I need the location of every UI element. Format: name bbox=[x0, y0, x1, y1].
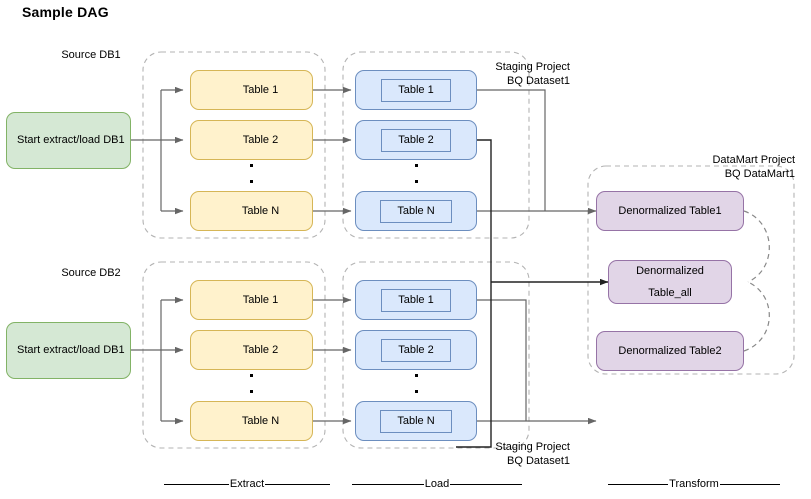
group-label-staging-bottom-line1: Staging Project bbox=[495, 441, 570, 453]
extract-bottom-table-1[interactable]: Table 1 bbox=[190, 280, 313, 320]
extract-bottom-table-2[interactable]: Table 2 bbox=[190, 330, 313, 370]
merge-curve-top bbox=[743, 210, 770, 283]
extract-top-table-2-label: Table 2 bbox=[242, 133, 279, 146]
phase-transform: Transform bbox=[608, 475, 780, 493]
transform-denormalized-table-all-label-line2: Table_all bbox=[648, 286, 692, 299]
phase-transform-label: Transform bbox=[669, 478, 719, 490]
transform-denormalized-table2-label: Denormalized Table2 bbox=[618, 344, 722, 357]
load-top-table-n-label: Table N bbox=[380, 199, 452, 223]
phase-extract: Extract bbox=[164, 475, 331, 493]
start-node-db2[interactable]: Start extract/load DB1 bbox=[6, 322, 131, 379]
group-label-source-db2: Source DB2 bbox=[61, 267, 121, 279]
phase-extract-rail-right bbox=[265, 483, 331, 485]
group-label-staging-top-line1: Staging Project bbox=[495, 61, 570, 73]
group-extract-top bbox=[142, 51, 326, 239]
load-top-table-2[interactable]: Table 2 bbox=[355, 120, 477, 160]
extract-bottom-table-2-label: Table 2 bbox=[242, 343, 279, 356]
group-label-staging-top-line2: BQ Dataset1 bbox=[507, 75, 570, 87]
load-bottom-table-1[interactable]: Table 1 bbox=[355, 280, 477, 320]
extract-bottom-table-1-label: Table 1 bbox=[242, 293, 279, 306]
load-bottom-ellipsis bbox=[401, 374, 431, 406]
extract-bottom-table-n-label: Table N bbox=[241, 414, 280, 427]
phase-extract-label: Extract bbox=[229, 478, 265, 490]
phase-load-label: Load bbox=[424, 478, 450, 490]
group-label-staging-bottom-line2: BQ Dataset1 bbox=[507, 455, 570, 467]
group-datamart bbox=[587, 165, 795, 375]
load-bottom-table-1-label: Table 1 bbox=[381, 288, 451, 312]
collector-bottom bbox=[477, 299, 527, 421]
load-bottom-table-2-label: Table 2 bbox=[381, 338, 451, 362]
transform-denormalized-table2[interactable]: Denormalized Table2 bbox=[596, 331, 744, 371]
merge-curve-bottom bbox=[743, 281, 770, 352]
load-top-ellipsis bbox=[401, 164, 431, 196]
phase-extract-rail-left bbox=[164, 483, 229, 485]
extract-bottom-table-n[interactable]: Table N bbox=[190, 401, 313, 441]
load-top-table-1[interactable]: Table 1 bbox=[355, 70, 477, 110]
extract-bottom-ellipsis bbox=[236, 374, 266, 406]
group-label-datamart-line1: DataMart Project bbox=[712, 154, 795, 166]
extract-top-table-n-label: Table N bbox=[241, 204, 280, 217]
group-extract-bottom bbox=[142, 261, 326, 449]
extract-top-table-1-label: Table 1 bbox=[242, 83, 279, 96]
group-load-bottom bbox=[342, 261, 530, 449]
phase-load-rail-right bbox=[450, 483, 523, 485]
extract-top-ellipsis bbox=[236, 164, 266, 196]
start-node-db1-label: Start extract/load DB1 bbox=[17, 134, 125, 146]
transform-denormalized-table-all-label-line1: Denormalized bbox=[636, 264, 704, 277]
load-top-table-1-label: Table 1 bbox=[381, 78, 451, 102]
phase-transform-rail-right bbox=[719, 483, 780, 485]
load-bottom-table-n[interactable]: Table N bbox=[355, 401, 477, 441]
extract-top-table-1[interactable]: Table 1 bbox=[190, 70, 313, 110]
group-label-datamart-line2: BQ DataMart1 bbox=[724, 168, 795, 180]
transform-denormalized-table-all[interactable]: Denormalized Table_all bbox=[608, 260, 732, 304]
group-load-top bbox=[342, 51, 530, 239]
edge-to-table-all-a bbox=[477, 139, 492, 282]
phase-transform-rail-left bbox=[608, 483, 669, 485]
load-top-table-2-label: Table 2 bbox=[381, 128, 451, 152]
collector-top bbox=[477, 89, 546, 211]
page-title: Sample DAG bbox=[22, 4, 109, 20]
start-node-db1[interactable]: Start extract/load DB1 bbox=[6, 112, 131, 169]
group-label-source-db1: Source DB1 bbox=[61, 49, 121, 61]
extract-top-table-n[interactable]: Table N bbox=[190, 191, 313, 231]
extract-top-table-2[interactable]: Table 2 bbox=[190, 120, 313, 160]
load-bottom-table-2[interactable]: Table 2 bbox=[355, 330, 477, 370]
edge-to-table-all-b bbox=[456, 282, 492, 448]
phase-load-rail-left bbox=[352, 483, 424, 485]
transform-denormalized-table1-label: Denormalized Table1 bbox=[618, 204, 722, 217]
phase-load: Load bbox=[352, 475, 523, 493]
load-top-table-n[interactable]: Table N bbox=[355, 191, 477, 231]
start-node-db2-label: Start extract/load DB1 bbox=[17, 344, 125, 356]
load-bottom-table-n-label: Table N bbox=[380, 409, 452, 433]
transform-denormalized-table1[interactable]: Denormalized Table1 bbox=[596, 191, 744, 231]
